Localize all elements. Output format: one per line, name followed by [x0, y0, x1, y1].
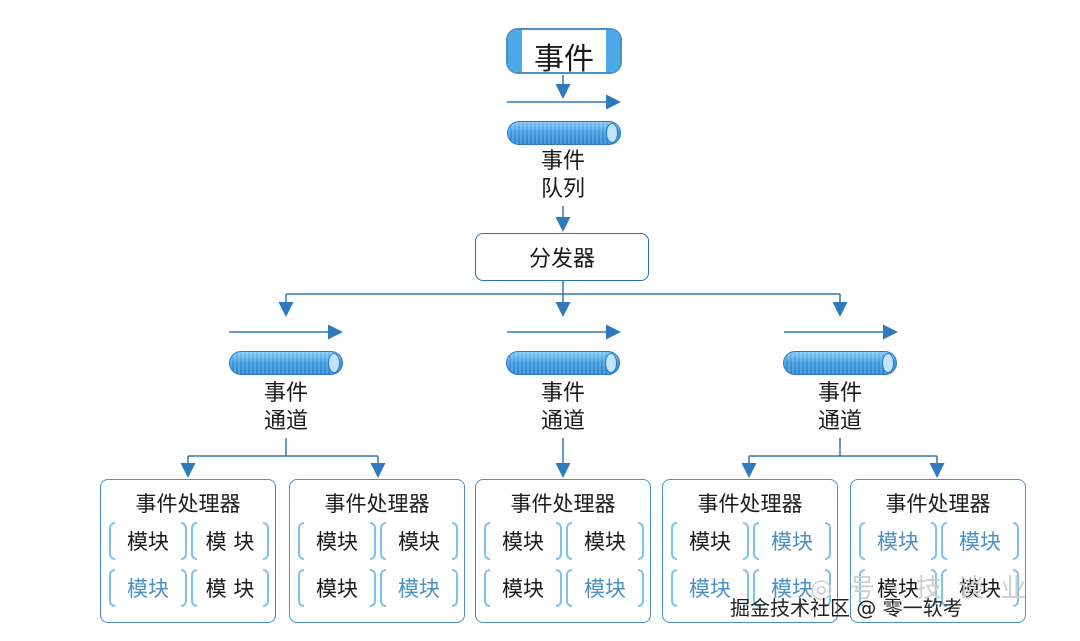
- handler-title: 事件处理器: [324, 492, 430, 516]
- handler-title: 事件处理器: [510, 492, 616, 516]
- module-label: 模块: [959, 577, 1001, 601]
- module-label: 模块: [877, 577, 919, 601]
- watermark: 掘金技术社区 @ 零一软考: [730, 596, 963, 620]
- module-block: 模块: [298, 569, 376, 607]
- module-label: 模块: [316, 530, 358, 554]
- dispatcher-label: 分发器: [528, 247, 595, 272]
- event-channel-1-cylinder: [229, 351, 343, 375]
- event-channel-1-label: 事件 通道: [226, 380, 346, 436]
- module-label: 模块: [877, 530, 919, 554]
- event-handler-1: 事件处理器模块模 块模块模 块: [100, 479, 276, 623]
- module-block: 模 块: [191, 569, 269, 607]
- module-block: 模块: [380, 522, 458, 560]
- module-block: 模 块: [191, 522, 269, 560]
- module-label: 模 块: [205, 577, 255, 601]
- module-block: 模块: [941, 569, 1019, 607]
- module-label: 模块: [502, 577, 544, 601]
- channel-label-line-1: 事件: [540, 381, 585, 406]
- event-handler-4: 事件处理器模块模块模块模块: [662, 479, 838, 623]
- watermark-faint: ◎ 号 · 技 谈 业: [810, 574, 1031, 604]
- dispatcher-box: 分发器: [475, 233, 649, 281]
- event-handler-5: 事件处理器模块模块模块模块: [850, 479, 1026, 623]
- event-handler-3: 事件处理器模块模块模块模块: [475, 479, 651, 623]
- module-block: 模块: [109, 569, 187, 607]
- event-channel-2-label: 事件 通道: [503, 380, 623, 436]
- module-label: 模块: [584, 530, 626, 554]
- event-channel-3-cylinder: [783, 351, 897, 375]
- module-label: 模块: [771, 577, 813, 601]
- module-block: 模块: [566, 522, 644, 560]
- module-label: 模块: [584, 577, 626, 601]
- module-block: 模块: [380, 569, 458, 607]
- module-label: 模块: [959, 530, 1001, 554]
- module-label: 模块: [502, 530, 544, 554]
- module-label: 模块: [398, 577, 440, 601]
- module-label: 模块: [689, 577, 731, 601]
- handler-title: 事件处理器: [885, 492, 991, 516]
- channel-label-line-2: 通道: [540, 409, 585, 434]
- module-block: 模块: [859, 569, 937, 607]
- module-label: 模块: [316, 577, 358, 601]
- event-channel-3-label: 事件 通道: [780, 380, 900, 436]
- module-block: 模块: [484, 569, 562, 607]
- event-channel-2-cylinder: [506, 351, 620, 375]
- channel-label-line-1: 事件: [263, 381, 308, 406]
- module-block: 模块: [298, 522, 376, 560]
- queue-label-line-1: 事件: [540, 149, 585, 174]
- channel-label-line-2: 通道: [263, 409, 308, 434]
- module-block: 模块: [753, 569, 831, 607]
- module-block: 模块: [941, 522, 1019, 560]
- module-label: 模块: [771, 530, 813, 554]
- event-handler-2: 事件处理器模块模块模块模块: [289, 479, 465, 623]
- module-block: 模块: [859, 522, 937, 560]
- module-block: 模块: [109, 522, 187, 560]
- handler-title: 事件处理器: [697, 492, 803, 516]
- module-block: 模块: [671, 569, 749, 607]
- queue-label-line-2: 队列: [540, 177, 585, 202]
- event-queue-cylinder: [507, 121, 621, 145]
- event-queue-label: 事件 队列: [503, 148, 623, 204]
- module-block: 模块: [566, 569, 644, 607]
- module-block: 模块: [753, 522, 831, 560]
- channel-label-line-1: 事件: [817, 381, 862, 406]
- module-label: 模块: [127, 530, 169, 554]
- handler-title: 事件处理器: [135, 492, 241, 516]
- module-block: 模块: [484, 522, 562, 560]
- channel-label-line-2: 通道: [817, 409, 862, 434]
- event-node: 事件: [506, 28, 622, 77]
- module-block: 模块: [671, 522, 749, 560]
- module-label: 模块: [398, 530, 440, 554]
- module-label: 模 块: [205, 530, 255, 554]
- event-label: 事件: [534, 42, 594, 77]
- module-label: 模块: [127, 577, 169, 601]
- module-label: 模块: [689, 530, 731, 554]
